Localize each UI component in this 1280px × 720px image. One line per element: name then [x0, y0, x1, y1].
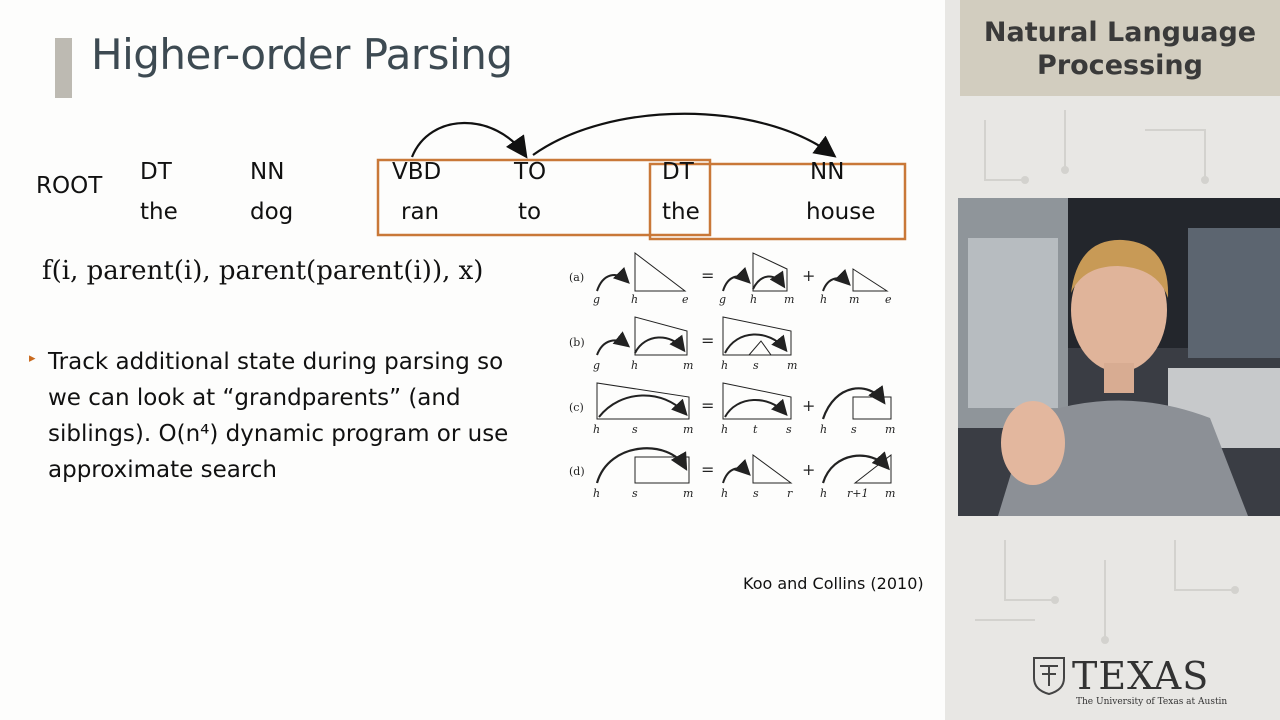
course-title-box: [960, 0, 1280, 96]
index-label: m: [787, 359, 797, 372]
presenter-video-frame: [958, 198, 1280, 516]
row-label: (a): [569, 271, 584, 284]
token-tag: DT: [662, 159, 694, 185]
row-label: (b): [569, 336, 585, 349]
token-tag: DT: [140, 159, 172, 185]
row-label: (d): [569, 465, 585, 478]
index-label: r: [787, 487, 793, 500]
index-label: m: [885, 487, 895, 500]
token-tag: TO: [514, 159, 547, 185]
index-label: h: [721, 487, 728, 500]
token-tag: NN: [250, 159, 285, 185]
index-label: s: [632, 487, 638, 500]
presenter-video: [958, 198, 1280, 516]
university-wordmark: TEXAS: [1072, 654, 1210, 698]
index-label: m: [885, 423, 895, 436]
index-label: g: [719, 293, 726, 306]
scoring-formula: f(i, parent(i), parent(parent(i)), x): [42, 256, 484, 286]
index-label: h: [820, 423, 827, 436]
index-label: m: [683, 423, 693, 436]
index-label: h: [593, 487, 600, 500]
index-label: s: [753, 359, 759, 372]
index-label: h: [820, 293, 827, 306]
course-title-line: Processing: [1037, 50, 1203, 81]
index-label: m: [683, 359, 693, 372]
course-title: Natural Language Processing: [960, 16, 1280, 82]
equals-sign: =: [701, 460, 714, 479]
index-label: g: [593, 359, 600, 372]
dependency-overlay: [376, 112, 907, 241]
index-label: s: [632, 423, 638, 436]
token-word: the: [140, 199, 178, 225]
index-label: s: [753, 487, 759, 500]
plus-sign: +: [802, 266, 815, 285]
circuit-pattern: [975, 110, 1239, 644]
equals-sign: =: [701, 331, 714, 350]
index-label: g: [593, 293, 600, 306]
index-label: s: [786, 423, 792, 436]
token-tag: VBD: [392, 159, 442, 185]
token-word: to: [518, 199, 542, 225]
index-label: h: [721, 359, 728, 372]
index-label: m: [683, 487, 693, 500]
university-subtitle: The University of Texas at Austin: [1076, 697, 1228, 707]
title-accent-bar: [55, 38, 72, 98]
bullet-arrow-icon: ▸: [29, 350, 36, 365]
index-label: m: [784, 293, 794, 306]
bullet-text: Track additional state during parsing so…: [48, 349, 509, 483]
index-label: t: [753, 423, 758, 436]
root-token: ROOT: [36, 173, 103, 199]
course-title-line: Natural Language: [983, 17, 1257, 48]
token-tag: NN: [810, 159, 845, 185]
token-word: the: [662, 199, 700, 225]
equals-sign: =: [701, 266, 714, 285]
row-label: (c): [569, 401, 584, 414]
index-label: h: [820, 487, 827, 500]
koo-collins-figure: (a) (b) (c) (d) = + g h e g h m h m e: [569, 251, 895, 500]
ut-seal-icon: [1033, 657, 1065, 696]
index-label: r+1: [847, 487, 868, 500]
slide-title: Higher-order Parsing: [91, 30, 513, 79]
token-word: ran: [401, 199, 440, 225]
index-label: e: [682, 293, 689, 306]
index-label: h: [750, 293, 757, 306]
citation: Koo and Collins (2010): [743, 574, 924, 593]
index-label: s: [851, 423, 857, 436]
slide-area: Higher-order Parsing ROOT DT the NN dog …: [29, 30, 924, 593]
token-word: house: [806, 199, 876, 225]
index-label: h: [593, 423, 600, 436]
index-label: h: [631, 359, 638, 372]
index-label: h: [721, 423, 728, 436]
arc-ran-to: [410, 122, 528, 159]
plus-sign: +: [802, 460, 815, 479]
arc-to-house: [532, 112, 837, 158]
index-label: e: [885, 293, 892, 306]
box-the-house: [648, 162, 907, 241]
index-label: m: [849, 293, 859, 306]
plus-sign: +: [802, 396, 815, 415]
token-word: dog: [250, 199, 294, 225]
index-label: h: [631, 293, 638, 306]
box-ran-to-the: [376, 158, 712, 237]
equals-sign: =: [701, 396, 714, 415]
